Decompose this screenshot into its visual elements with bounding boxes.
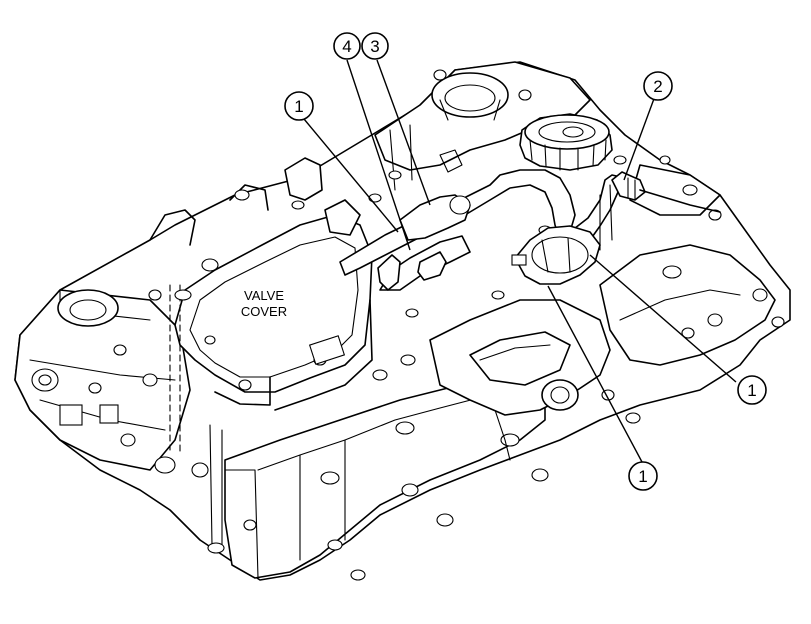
intake-manifold <box>224 374 549 581</box>
callout-1-right-number: 1 <box>747 381 756 400</box>
exhaust-manifold <box>429 155 785 424</box>
valve-cover <box>174 214 373 411</box>
valve-cover-label: VALVE COVER <box>241 288 287 319</box>
valve-cover-label-line1: VALVE <box>244 288 284 303</box>
hose-clamp <box>511 225 601 285</box>
leader-callout-3 <box>376 59 431 206</box>
oil-filler-cap <box>519 113 613 171</box>
valve-cover-label-line2: COVER <box>241 304 287 319</box>
leader-callout-1-bottom <box>547 285 643 463</box>
sensor-assembly <box>284 149 471 291</box>
callout-3: 3 <box>361 32 389 60</box>
callout-3-number: 3 <box>370 37 379 56</box>
callout-1-right: 1 <box>737 375 767 405</box>
callout-2: 2 <box>643 71 673 101</box>
leader-callout-4 <box>346 59 411 251</box>
callout-1-bottom: 1 <box>628 461 658 491</box>
sensor-2 <box>611 171 721 213</box>
leader-callout-2 <box>623 95 656 181</box>
cylinder-head <box>14 61 791 581</box>
leader-callout-1-right <box>589 254 737 383</box>
leader-lines <box>303 59 737 463</box>
callout-1-bottom-number: 1 <box>638 467 647 486</box>
leader-callout-1-top <box>303 118 399 233</box>
callout-4: 4 <box>333 32 361 60</box>
callout-1-top-number: 1 <box>294 97 303 116</box>
callout-2-number: 2 <box>653 77 662 96</box>
callout-4-number: 4 <box>342 37 351 56</box>
head-bolts <box>148 284 225 554</box>
callout-1-top: 1 <box>284 91 314 121</box>
rear-housing <box>374 61 591 191</box>
